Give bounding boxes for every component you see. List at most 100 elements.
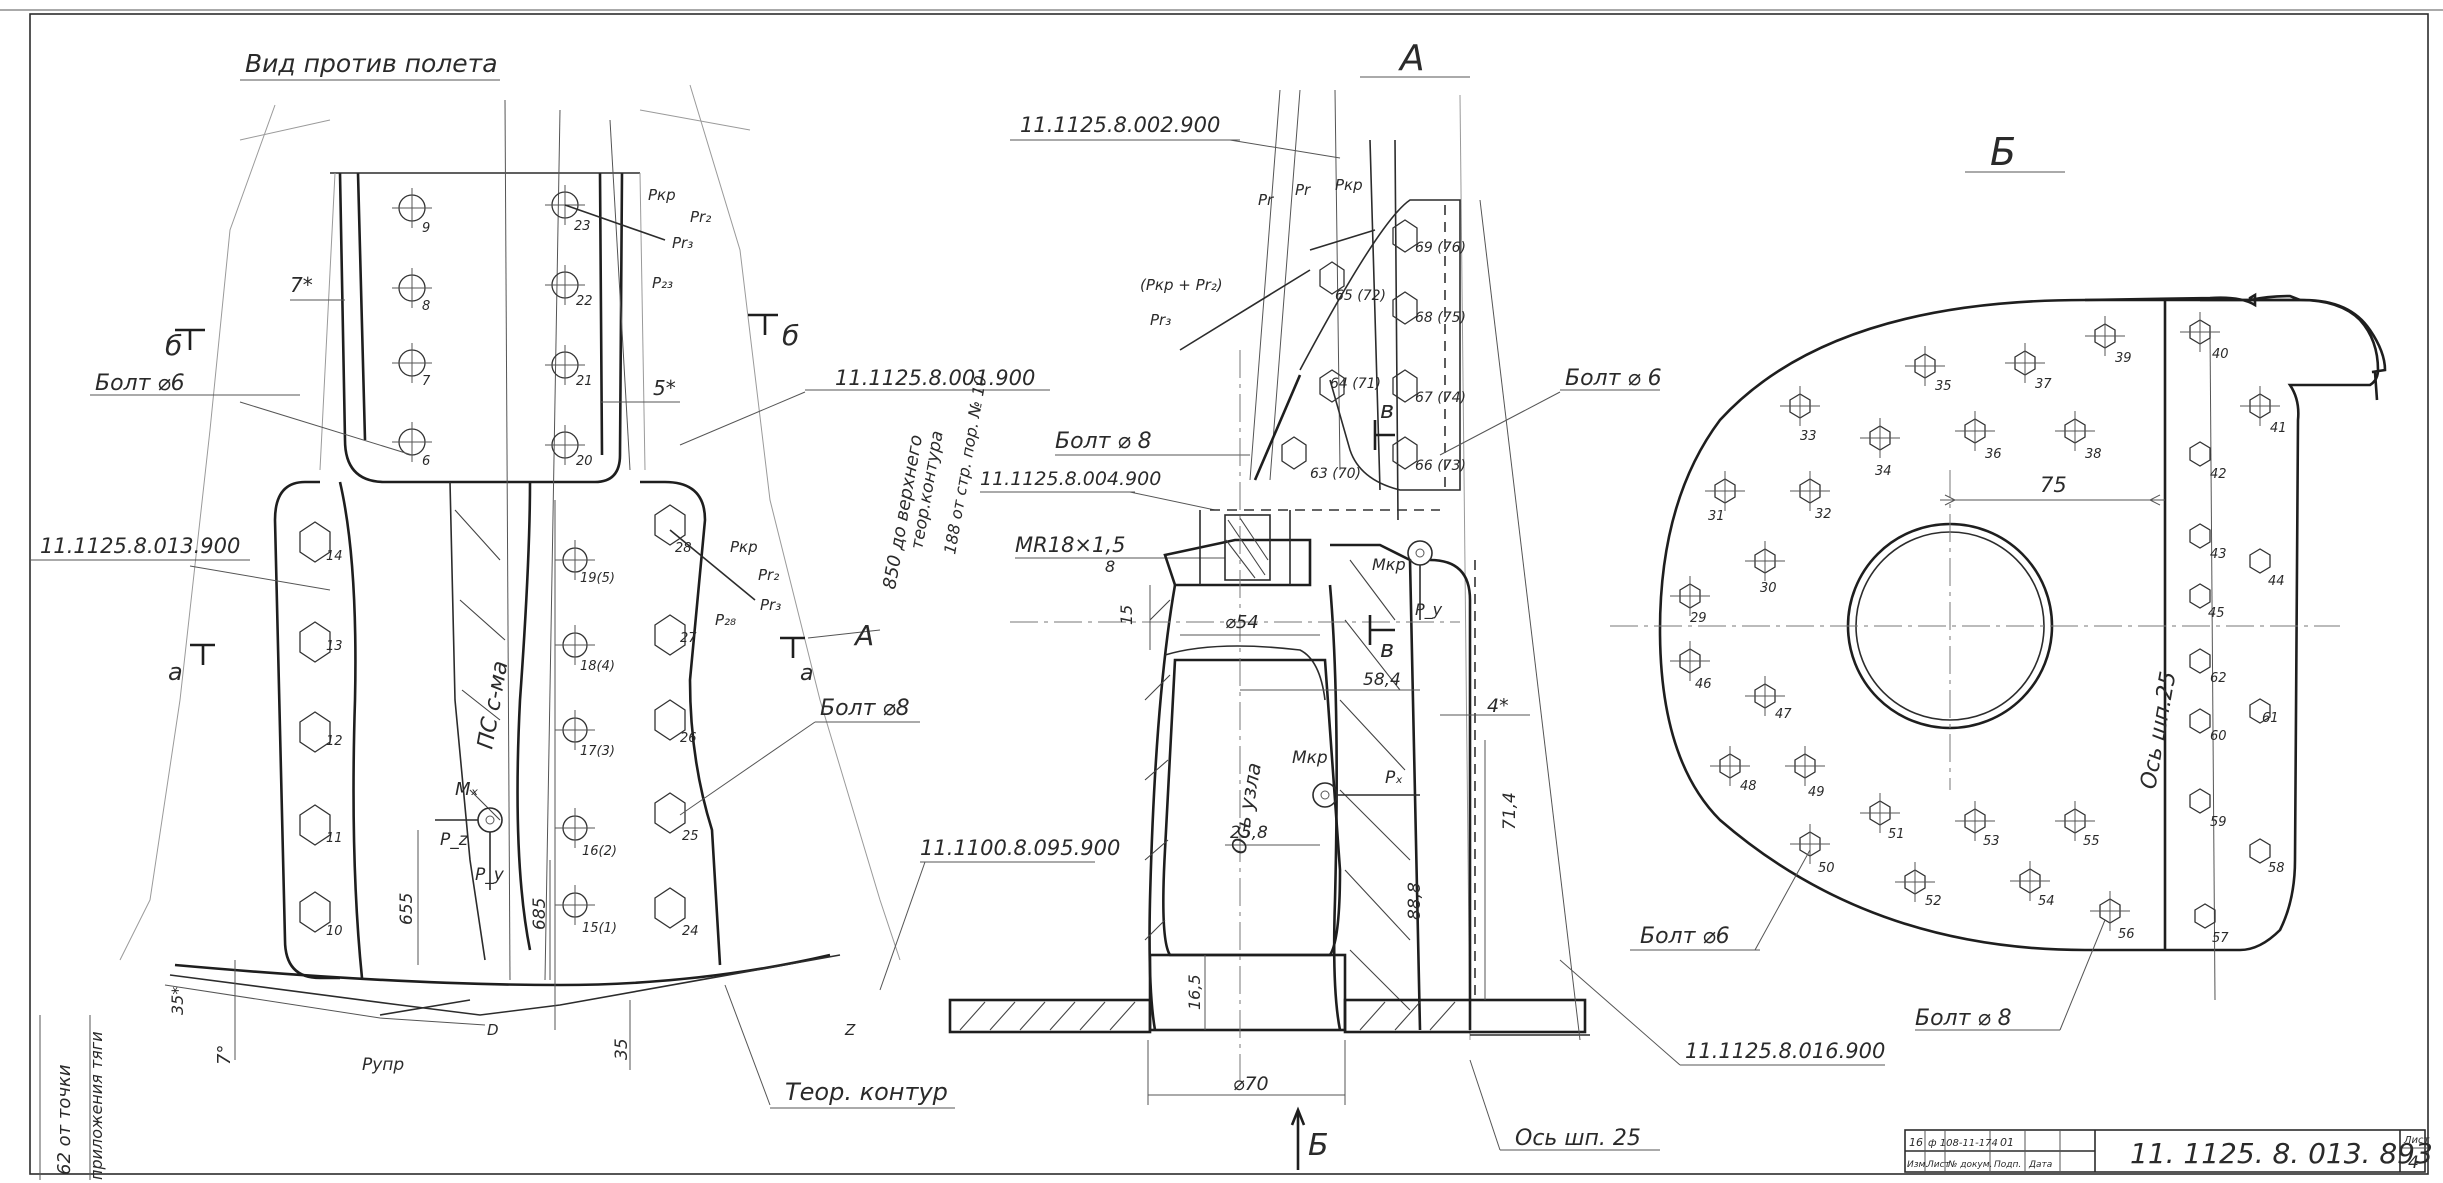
bolt-label: 44 bbox=[2268, 574, 2285, 589]
force-Pkr-mid: Pкр bbox=[1335, 176, 1363, 194]
dim-label: 25,8 bbox=[1230, 823, 1268, 843]
bolt-label: 12 bbox=[326, 734, 343, 749]
bolt-label: 60 bbox=[2210, 729, 2227, 744]
bolt-label: 69 (76) bbox=[1415, 240, 1466, 256]
bolt-label: 57 bbox=[2212, 931, 2229, 946]
bolt-label: 40 bbox=[2212, 347, 2229, 362]
bolt-label: 41 bbox=[2270, 421, 2287, 436]
bolt-label: 23 bbox=[574, 219, 591, 234]
arrow-B-label: Б bbox=[1308, 1128, 1329, 1163]
teor-kontur-label: Теор. контур bbox=[785, 1078, 948, 1106]
bolt-label: 10 bbox=[326, 924, 343, 939]
force-Py2: P_y bbox=[1415, 600, 1443, 620]
bolts-section-a bbox=[1281, 219, 1418, 470]
section-b-title: Б bbox=[1990, 130, 2016, 174]
point-Z: Z bbox=[844, 1021, 856, 1039]
bolt-callout-right-d8: Болт ⌀ 8 bbox=[1915, 1006, 2012, 1031]
drawing-number: 11. 1125. 8. 013. 893 bbox=[2130, 1137, 2433, 1170]
bolt-label: 29 bbox=[1690, 611, 1707, 626]
bolt-label: 51 bbox=[1888, 827, 1905, 842]
force-Pz: P_z bbox=[440, 830, 469, 850]
bolt-label: 8 bbox=[422, 299, 430, 314]
bolt-label: 24 bbox=[682, 924, 699, 939]
thread-label: MR18×1,5 bbox=[1015, 533, 1125, 557]
bolt-label: 55 bbox=[2083, 834, 2100, 849]
bolt-label: 11 bbox=[326, 831, 343, 846]
dim-label: ⌀70 bbox=[1233, 1073, 1269, 1095]
bolt-label: 59 bbox=[2210, 815, 2227, 830]
force-Pkr2: Pкр bbox=[730, 538, 758, 556]
dim-label: 58,4 bbox=[1363, 670, 1401, 690]
bolt-label: 33 bbox=[1800, 429, 1817, 444]
dim-label: 685 bbox=[530, 898, 550, 930]
arrow-A-label: А bbox=[853, 619, 874, 652]
bolt-label: 39 bbox=[2115, 351, 2132, 366]
bolt-label: 25 bbox=[682, 829, 699, 844]
bolt-label: 47 bbox=[1775, 707, 1792, 722]
cut-mark-v-top: в bbox=[1380, 396, 1394, 424]
bolt-label: 9 bbox=[422, 221, 430, 236]
bolt-label: 20 bbox=[576, 454, 593, 469]
dim-label: 75 bbox=[2040, 473, 2067, 497]
dim-label: ⌀54 bbox=[1225, 612, 1259, 633]
force-Mx: Mₓ bbox=[455, 779, 479, 800]
bolt-label: 53 bbox=[1983, 834, 2000, 849]
force-Pr3c: Pr₃ bbox=[1150, 311, 1171, 329]
bolt-label: 67 (74) bbox=[1415, 390, 1466, 406]
ps-system-label: ПС с-ма bbox=[473, 659, 513, 751]
head-cell: Подп. bbox=[1994, 1160, 2021, 1170]
bottom-note-2: приложения тяги bbox=[87, 1031, 106, 1180]
sheet-frame bbox=[29, 13, 2429, 1175]
sheet-number: 4 bbox=[2408, 1153, 2419, 1173]
dim-label: 35 bbox=[612, 1038, 632, 1060]
bolt-label: 19(5) bbox=[580, 571, 615, 586]
bolt-label: 66 (73) bbox=[1415, 458, 1466, 474]
view-title: Вид против полета bbox=[245, 49, 498, 78]
bolt-label: 46 bbox=[1695, 677, 1712, 692]
bolt-label: 52 bbox=[1925, 894, 1942, 909]
bolt-label: 45 bbox=[2208, 606, 2225, 621]
bolt-label: 32 bbox=[1815, 507, 1832, 522]
cut-mark-a-left: а bbox=[168, 658, 183, 686]
dim-label: 71,4 bbox=[1500, 792, 1520, 830]
bottom-note-1: 62 от точки bbox=[54, 1064, 75, 1175]
force-Pr2: Pr₂ bbox=[690, 208, 711, 226]
bolt-label: 21 bbox=[576, 374, 593, 389]
bolt-label: 7 bbox=[422, 374, 431, 389]
bolt-label: 18(4) bbox=[580, 659, 615, 674]
bolt-label: 42 bbox=[2210, 467, 2227, 482]
force-Pupr: Pупр bbox=[362, 1055, 404, 1075]
force-Pr2b: Pr₂ bbox=[758, 566, 779, 584]
sheet-label: Лист bbox=[2403, 1135, 2431, 1146]
force-Pkr: Pкр bbox=[648, 186, 676, 204]
force-Pr3b: Pr₃ bbox=[760, 596, 781, 614]
bolts-lower-mid bbox=[555, 540, 595, 925]
bolt-label: 56 bbox=[2118, 927, 2135, 942]
bolt-label: 43 bbox=[2210, 547, 2227, 562]
rev-cell: 16 bbox=[1909, 1136, 1923, 1149]
bolt-label: 15(1) bbox=[582, 921, 617, 936]
force-P28: P₂₈ bbox=[715, 611, 736, 629]
cut-mark-a-right: а bbox=[800, 661, 813, 686]
bolt-label: 14 bbox=[326, 549, 343, 564]
part-label-002: 11.1125.8.002.900 bbox=[1020, 113, 1220, 137]
bolt-label: 61 bbox=[2262, 711, 2279, 726]
section-a-view: А 11.1125.8.002.900 69 (76) 65 (72) 68 (… bbox=[879, 38, 1885, 1170]
bolt-label: 37 bbox=[2035, 377, 2052, 392]
force-Pr-mid2: Pr bbox=[1295, 181, 1311, 199]
part-label-013: 11.1125.8.013.900 bbox=[40, 534, 240, 558]
bolt-label: 13 bbox=[326, 639, 343, 654]
bolt-callout-left-d8: Болт ⌀8 bbox=[820, 696, 910, 721]
cut-mark-b-right: б bbox=[782, 319, 799, 352]
bolt-label: 65 (72) bbox=[1335, 288, 1386, 304]
part-label-004: 11.1125.8.004.900 bbox=[980, 468, 1161, 490]
bolt-label: 27 bbox=[680, 631, 697, 646]
dim-label: 88,8 bbox=[1405, 882, 1425, 920]
bolt-callout-mid-d6: Болт ⌀ 6 bbox=[1565, 366, 1662, 391]
bolt-callout-mid-d8: Болт ⌀ 8 bbox=[1055, 429, 1152, 454]
bolt-label: 17(3) bbox=[580, 744, 615, 759]
force-Mkr: Mкр bbox=[1292, 748, 1328, 768]
point-D: D bbox=[487, 1021, 499, 1039]
bolt-label: 22 bbox=[576, 294, 593, 309]
